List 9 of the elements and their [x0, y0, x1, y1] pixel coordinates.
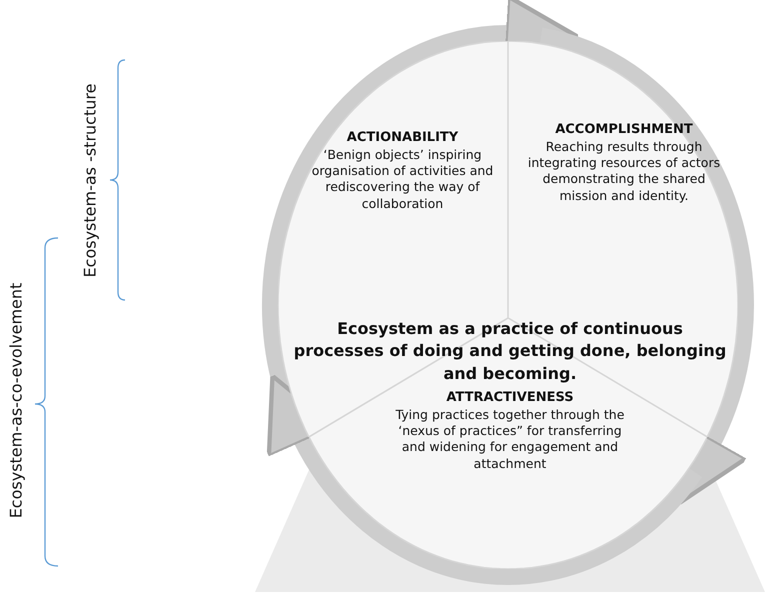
brace-label: Ecosystem-as -structure	[80, 83, 100, 277]
sector-heading: ACTIONABILITY	[346, 130, 460, 147]
central-statement: Ecosystem as a practice of continuous processes of doing and getting done, belonging and becoming.	[292, 318, 728, 385]
sector-heading: ACCOMPLISHMENT	[554, 122, 694, 139]
sector-description: ‘Benign objects’ inspiring organisation of activities and rediscovering the way of collaboration	[310, 146, 494, 212]
sector-description: Reaching results through integrating resources of actors demonstrating the shared mission and identity.	[526, 138, 722, 204]
brace-label: Ecosystem-as-co-evolvement	[6, 282, 26, 518]
sector-heading: ATTRACTIVENESS	[445, 390, 575, 407]
sector-description: Tying practices together through the ‘nexus of practices” for transferring and widening for engagement and attachment	[394, 406, 626, 472]
